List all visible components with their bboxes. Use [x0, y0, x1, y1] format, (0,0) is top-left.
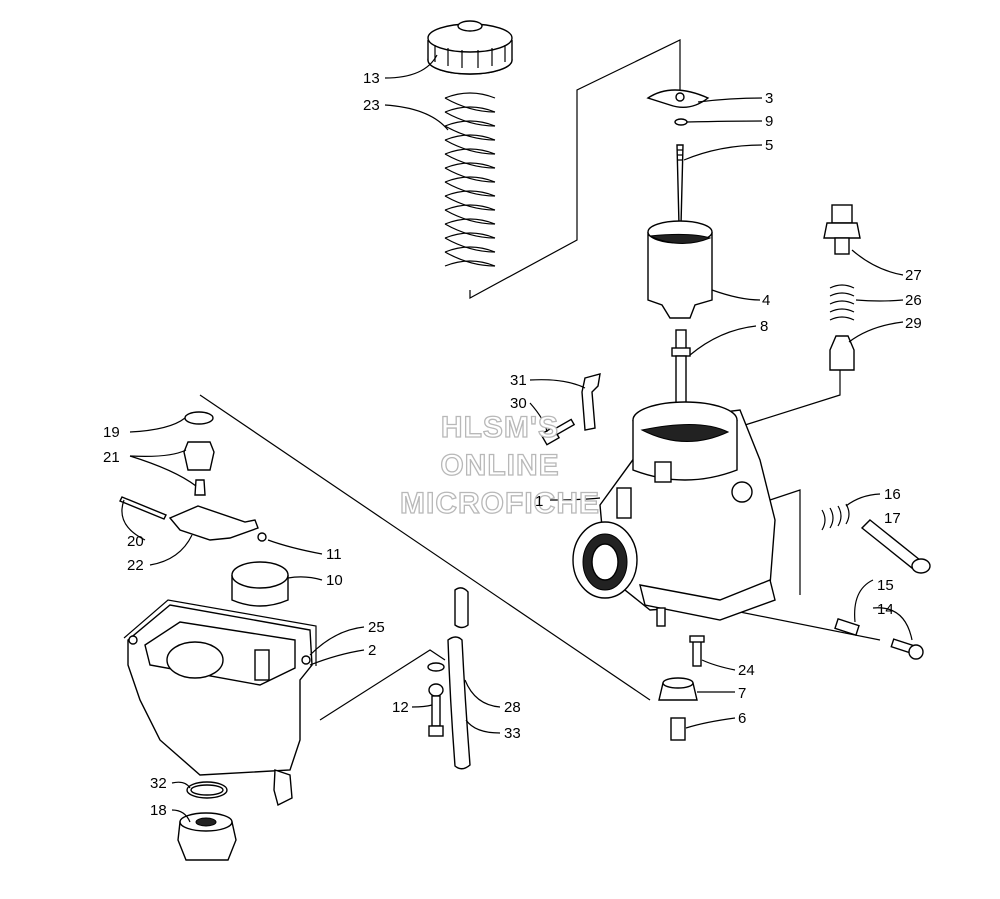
callout-17: 17 [884, 510, 901, 527]
callout-29: 29 [905, 315, 922, 332]
callout-32: 32 [150, 775, 167, 792]
part-12-screw [427, 662, 445, 737]
callout-3: 3 [765, 90, 773, 107]
part-4-throttle-valve [647, 220, 713, 319]
watermark: HLSM'S ONLINE MICROFICHE [399, 410, 600, 520]
callout-7: 7 [738, 685, 746, 702]
callout-19: 19 [103, 424, 120, 441]
callout-21: 21 [103, 449, 120, 466]
part-9-clip [674, 118, 688, 126]
callout-14: 14 [877, 601, 894, 618]
callout-1: 1 [535, 493, 543, 510]
callout-22: 22 [127, 557, 144, 574]
callout-20: 20 [127, 533, 144, 550]
callout-33: 33 [504, 725, 521, 742]
callout-11: 11 [326, 546, 342, 563]
part-32-o-ring [186, 781, 228, 799]
part-1-carburetor-body [572, 401, 776, 627]
part-29-plunger [829, 335, 855, 371]
callout-24: 24 [738, 662, 755, 679]
watermark-line-1: HLSM'S [441, 411, 559, 444]
callout-27: 27 [905, 267, 922, 284]
part-28-hose [454, 587, 469, 629]
part-31-bracket [581, 373, 601, 431]
part-11-ball [257, 532, 267, 542]
part-5-needle [676, 144, 684, 226]
callout-6: 6 [738, 710, 746, 727]
part-33-hose [447, 636, 471, 770]
part-25-gasket [123, 599, 317, 666]
part-18-drain-plug [177, 812, 237, 861]
callout-30: 30 [510, 395, 527, 412]
callout-31: 31 [510, 372, 527, 389]
callout-26: 26 [905, 292, 922, 309]
part-14-screw [890, 638, 924, 660]
part-2-float-bowl [127, 604, 313, 807]
part-10-float [231, 561, 289, 607]
part-3-clip [646, 89, 710, 108]
callout-23: 23 [363, 97, 380, 114]
callout-16: 16 [884, 486, 901, 503]
part-22-float-arm [168, 505, 259, 541]
callout-8: 8 [760, 318, 768, 335]
part-24-screw [689, 635, 705, 667]
callout-28: 28 [504, 699, 521, 716]
part-26-spring [829, 284, 855, 321]
callout-5: 5 [765, 137, 773, 154]
watermark-line-2: ONLINE [440, 449, 559, 482]
callout-10: 10 [326, 572, 343, 589]
part-16-spring [821, 503, 850, 531]
part-7-nozzle [658, 677, 698, 701]
part-13-cap [427, 20, 513, 75]
callout-13: 13 [363, 70, 380, 87]
watermark-line-3: MICROFICHE [400, 487, 600, 520]
callout-12: 12 [392, 699, 409, 716]
callout-4: 4 [762, 292, 770, 309]
callout-labels: 13 23 3 9 5 4 8 27 26 29 31 30 19 21 1 2… [103, 70, 922, 819]
callout-15: 15 [877, 577, 894, 594]
callout-25: 25 [368, 619, 385, 636]
part-20-pin [119, 496, 167, 520]
part-6-jet [670, 717, 686, 741]
leader-lines [121, 54, 913, 823]
part-19-washer [184, 411, 214, 425]
part-27-fitting [823, 204, 861, 255]
part-23-spring [444, 92, 496, 267]
part-21-valve [183, 441, 215, 496]
part-8-rod [671, 329, 691, 412]
part-15-screw [834, 617, 860, 637]
part-17-screw [860, 519, 931, 574]
callout-18: 18 [150, 802, 167, 819]
callout-9: 9 [765, 113, 773, 130]
callout-2: 2 [368, 642, 376, 659]
